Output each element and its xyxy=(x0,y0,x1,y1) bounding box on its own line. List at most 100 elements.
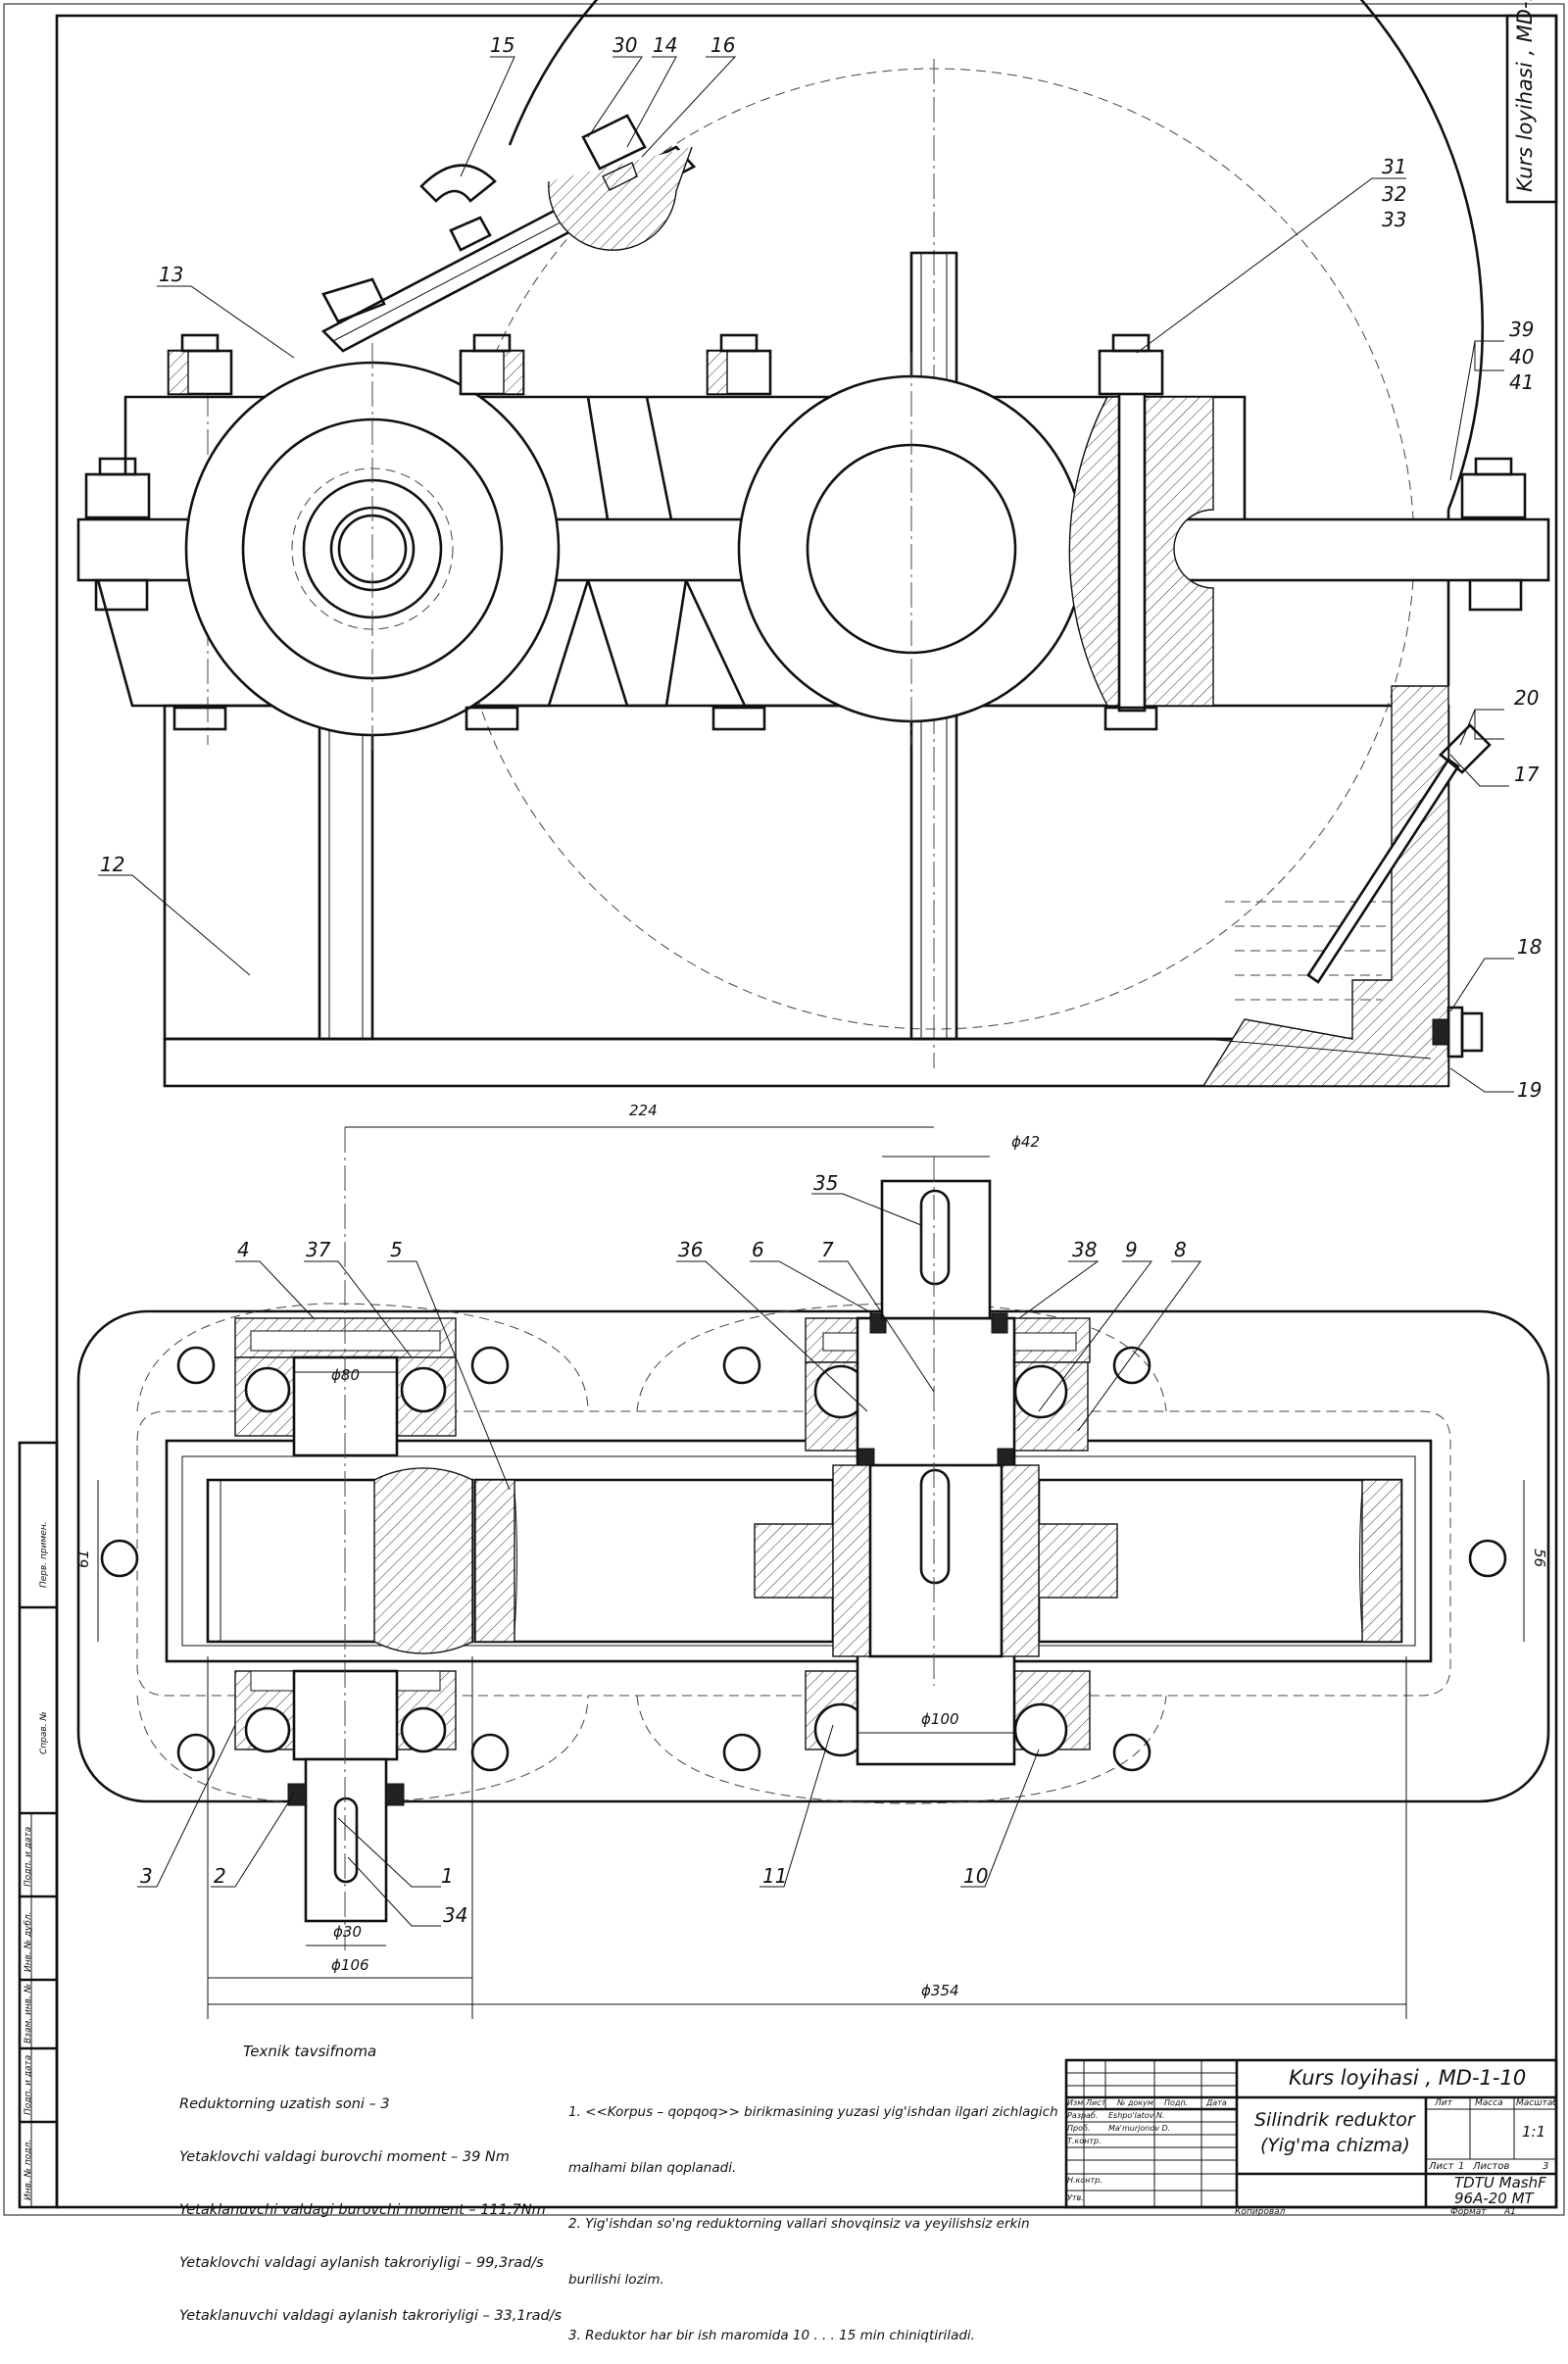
oil-dipstick xyxy=(1306,723,1492,984)
callout-1: 1 xyxy=(441,1864,454,1888)
callout-leaders xyxy=(98,56,1514,1927)
tech-spec-line: Yetaklovchi valdagi burovchi moment – 39… xyxy=(179,2149,510,2165)
stamp-replace-inv: Взам. инв. № xyxy=(24,1983,33,2044)
drawing-name-line1: Silindrik reduktor xyxy=(1254,2109,1415,2131)
organization-line1: TDTU MashF xyxy=(1454,2174,1546,2192)
lit-label: Лит xyxy=(1435,2098,1452,2108)
oil-level-lines xyxy=(1225,901,1392,1001)
col-izm: Изм xyxy=(1067,2098,1084,2107)
stamp-first-use: Перв. примен. xyxy=(39,1521,49,1588)
callout-4: 4 xyxy=(237,1238,250,1261)
tech-specs-list: Reduktorning uzatish soni – 3 Yetaklovch… xyxy=(179,2060,562,2342)
callout-14: 14 xyxy=(653,33,678,57)
housing-flange-outline xyxy=(76,1309,1550,1803)
project-title: Kurs loyihasi , MD-1-10 xyxy=(1289,2066,1527,2090)
callout-12: 12 xyxy=(100,853,125,876)
dimension-d42: ϕ42 xyxy=(1011,1133,1040,1151)
dimension-lines xyxy=(97,1126,1525,2019)
tech-specs-heading: Texnik tavsifnoma xyxy=(243,2043,377,2060)
assembly-drawing xyxy=(3,0,1565,2216)
output-shaft-assembly xyxy=(473,1157,1403,1766)
dimension-224: 224 xyxy=(629,1102,658,1119)
copied-label: Копировал xyxy=(1235,2207,1286,2217)
housing-lower-body xyxy=(163,704,1450,1041)
callout-39: 39 xyxy=(1509,318,1535,341)
callout-11: 11 xyxy=(762,1864,788,1888)
scale-value: 1:1 xyxy=(1522,2123,1546,2141)
input-shaft-assembly xyxy=(206,1127,474,1950)
callout-33: 33 xyxy=(1382,208,1407,231)
callout-6: 6 xyxy=(752,1238,764,1261)
dimension-d100: ϕ100 xyxy=(921,1710,959,1728)
callout-16: 16 xyxy=(710,33,736,57)
callout-37: 37 xyxy=(306,1238,331,1261)
front-view xyxy=(76,0,1550,1088)
sheets-label: Листов xyxy=(1473,2161,1510,2172)
callout-8: 8 xyxy=(1174,1238,1187,1261)
dimension-61: 61 xyxy=(74,1549,92,1568)
housing-inner-wall xyxy=(165,1439,1433,1663)
callout-38: 38 xyxy=(1072,1238,1098,1261)
stamp-sign-date-2: Подп. и дата xyxy=(24,2054,33,2115)
name-checker: Ma'murjonov D. xyxy=(1108,2124,1171,2133)
callout-9: 9 xyxy=(1125,1238,1138,1261)
organization-line2: 96A-20 MT xyxy=(1454,2190,1534,2207)
top-bolts xyxy=(84,333,1527,731)
drawing-name-line2: (Yig'ma chizma) xyxy=(1260,2135,1410,2156)
callout-41: 41 xyxy=(1509,370,1535,394)
dimension-d106: ϕ106 xyxy=(331,1956,369,1974)
title-block-frame xyxy=(1064,2058,1558,2209)
callout-17: 17 xyxy=(1514,763,1540,786)
dimension-56: 56 xyxy=(1531,1549,1548,1568)
sheet-value: 1 xyxy=(1458,2161,1465,2172)
mass-label: Масса xyxy=(1475,2098,1503,2108)
note-line: 2. Yig'ishdan so'ng reduktorning vallari… xyxy=(568,2216,1030,2232)
note-line: 3. Reduktor har bir ish maromida 10 . . … xyxy=(568,2328,975,2343)
stamp-sign-date-1: Подп. и дата xyxy=(24,1826,33,1887)
callout-2: 2 xyxy=(214,1864,226,1888)
tech-spec-line: Yetaklanuvchi valdagi aylanish takroriyl… xyxy=(179,2308,563,2324)
col-date: Дата xyxy=(1206,2098,1227,2107)
drain-plug xyxy=(1432,1006,1484,1059)
gear-cover-arc xyxy=(508,0,1485,511)
note-line: malhami bilan qoplanadi. xyxy=(568,2160,737,2176)
col-doc-no: № докум. xyxy=(1117,2098,1156,2107)
callout-3: 3 xyxy=(140,1864,153,1888)
breather-plug xyxy=(419,164,497,252)
callout-5: 5 xyxy=(390,1238,403,1261)
callout-40: 40 xyxy=(1509,345,1535,369)
drawing-frame xyxy=(55,14,1558,2209)
assembly-notes: 1. <<Korpus – qopqoq>> birikmasining yuz… xyxy=(568,2066,1058,2364)
callout-13: 13 xyxy=(159,263,184,286)
callout-19: 19 xyxy=(1517,1078,1543,1102)
callout-20: 20 xyxy=(1514,686,1540,710)
stamp-reference-no: Справ. № xyxy=(39,1711,49,1754)
callout-35: 35 xyxy=(813,1171,839,1195)
callout-10: 10 xyxy=(963,1864,989,1888)
vertical-project-title: Kurs loyihasi , MD-1-10 xyxy=(1513,0,1537,192)
role-approved: Утв. xyxy=(1067,2193,1084,2202)
callout-7: 7 xyxy=(821,1238,834,1261)
stamp-original-inv: Инв. № подл. xyxy=(24,2139,33,2200)
callout-31: 31 xyxy=(1382,155,1407,178)
col-list: Лист xyxy=(1086,2098,1106,2107)
dimension-d30: ϕ30 xyxy=(333,1923,362,1941)
callout-15: 15 xyxy=(490,33,515,57)
dimension-d354: ϕ354 xyxy=(921,1982,959,1999)
plan-view xyxy=(76,1126,1550,2019)
note-line: 1. <<Korpus – qopqoq>> birikmasining yuz… xyxy=(568,2104,1058,2120)
role-developer: Разраб. xyxy=(1067,2111,1099,2120)
tech-spec-line: Yetaklovchi valdagi aylanish takroriylig… xyxy=(179,2255,544,2271)
format-label: Формат xyxy=(1450,2207,1487,2217)
vertical-title-box xyxy=(1505,14,1558,204)
callout-32: 32 xyxy=(1382,182,1407,206)
scale-label: Масштаб xyxy=(1516,2098,1558,2108)
note-line: burilishi lozim. xyxy=(568,2272,664,2288)
role-tcontrol: Т.контр. xyxy=(1067,2137,1102,2145)
sheet-outer-border xyxy=(3,3,1565,2216)
callout-18: 18 xyxy=(1517,935,1543,959)
callout-36: 36 xyxy=(678,1238,704,1261)
sheet-label: Лист xyxy=(1429,2161,1454,2172)
format-value: A1 xyxy=(1504,2207,1516,2217)
col-sign: Подп. xyxy=(1164,2098,1189,2107)
